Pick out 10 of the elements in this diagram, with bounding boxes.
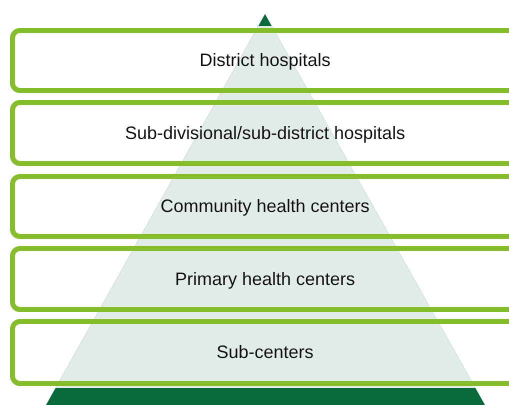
tier-band xyxy=(10,28,509,93)
tier-band xyxy=(10,319,509,386)
tier-label: Sub-centers xyxy=(216,342,314,362)
tier-band xyxy=(10,246,509,312)
tier-band xyxy=(10,174,509,239)
tier-label: Primary health centers xyxy=(174,268,356,288)
tier-label: Community health centers xyxy=(160,196,370,216)
tier-label: Sub-divisional/sub-district hospitals xyxy=(124,122,406,142)
tier-label: District hospitals xyxy=(199,50,331,70)
tier-band xyxy=(10,100,509,166)
